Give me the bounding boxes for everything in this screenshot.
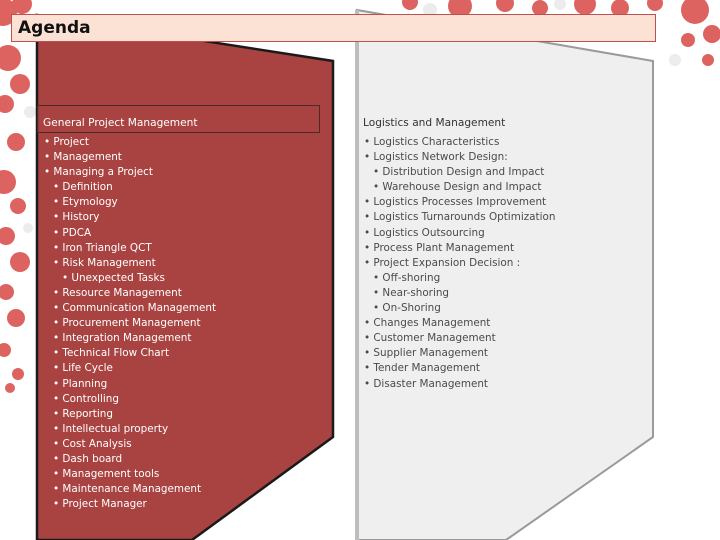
list-item: • Iron Triangle QCT (53, 241, 152, 254)
list-item: • Technical Flow Chart (53, 347, 170, 360)
list-item: • Project Manager (53, 498, 147, 511)
list-item: • Distribution Design and Impact (373, 166, 545, 179)
list-item: • Integration Management (53, 332, 192, 345)
list-item: • Logistics Characteristics (364, 136, 500, 148)
list-item: • Maintenance Management (53, 483, 202, 496)
list-item: • Definition (53, 181, 113, 194)
right-list: • Logistics Characteristics • Logistics … (364, 135, 555, 392)
title-bar: Agenda (11, 14, 656, 42)
list-item: • Life Cycle (53, 362, 113, 375)
list-item: • Planning (53, 377, 108, 390)
list-item: • Logistics Network Design: (364, 151, 508, 164)
list-item: • Supplier Management (364, 347, 488, 360)
left-list: • Project • Management • Managing a Proj… (44, 135, 216, 512)
list-item: • Changes Management (364, 317, 491, 330)
list-item: • Cost Analysis (53, 437, 132, 450)
list-item: • Etymology (53, 196, 118, 209)
list-item: • Logistics Processes Improvement (364, 196, 547, 209)
list-item: • Reporting (53, 407, 113, 420)
list-item: • Dash board (53, 452, 123, 465)
slide-title: Agenda (18, 18, 91, 38)
list-item: • Process Plant Management (364, 241, 515, 254)
list-item: • Procurement Management (53, 317, 201, 330)
list-item: • Project (44, 136, 89, 148)
list-item: • Communication Management (53, 302, 217, 315)
list-item: • Warehouse Design and Impact (373, 181, 542, 194)
list-item: • Risk Management (53, 256, 156, 269)
list-item: • Controlling (53, 392, 119, 405)
list-item: • Unexpected Tasks (62, 271, 165, 284)
left-heading-box (37, 105, 320, 133)
list-item: • PDCA (53, 226, 92, 239)
right-column-heading: Logistics and Management (363, 117, 506, 129)
list-item: • Resource Management (53, 286, 182, 299)
list-item: • Project Expansion Decision : (364, 256, 521, 269)
list-item: • Disaster Management (364, 377, 489, 390)
left-column-heading: General Project Management (43, 117, 198, 129)
list-item: • Management (44, 151, 122, 164)
list-item: • Logistics Turnarounds Optimization (364, 211, 556, 224)
list-item: • Tender Management (364, 362, 481, 375)
list-item: • Managing a Project (44, 166, 153, 179)
list-item: • Near-shoring (373, 286, 450, 299)
list-item: • On-Shoring (373, 302, 441, 315)
list-item: • Intellectual property (53, 422, 169, 435)
list-item: • Customer Management (364, 332, 496, 345)
list-item: • Management tools (53, 468, 160, 481)
list-item: • Off-shoring (373, 271, 441, 284)
list-item: • Logistics Outsourcing (364, 226, 485, 239)
left-panel (35, 13, 335, 540)
list-item: • History (53, 211, 100, 224)
